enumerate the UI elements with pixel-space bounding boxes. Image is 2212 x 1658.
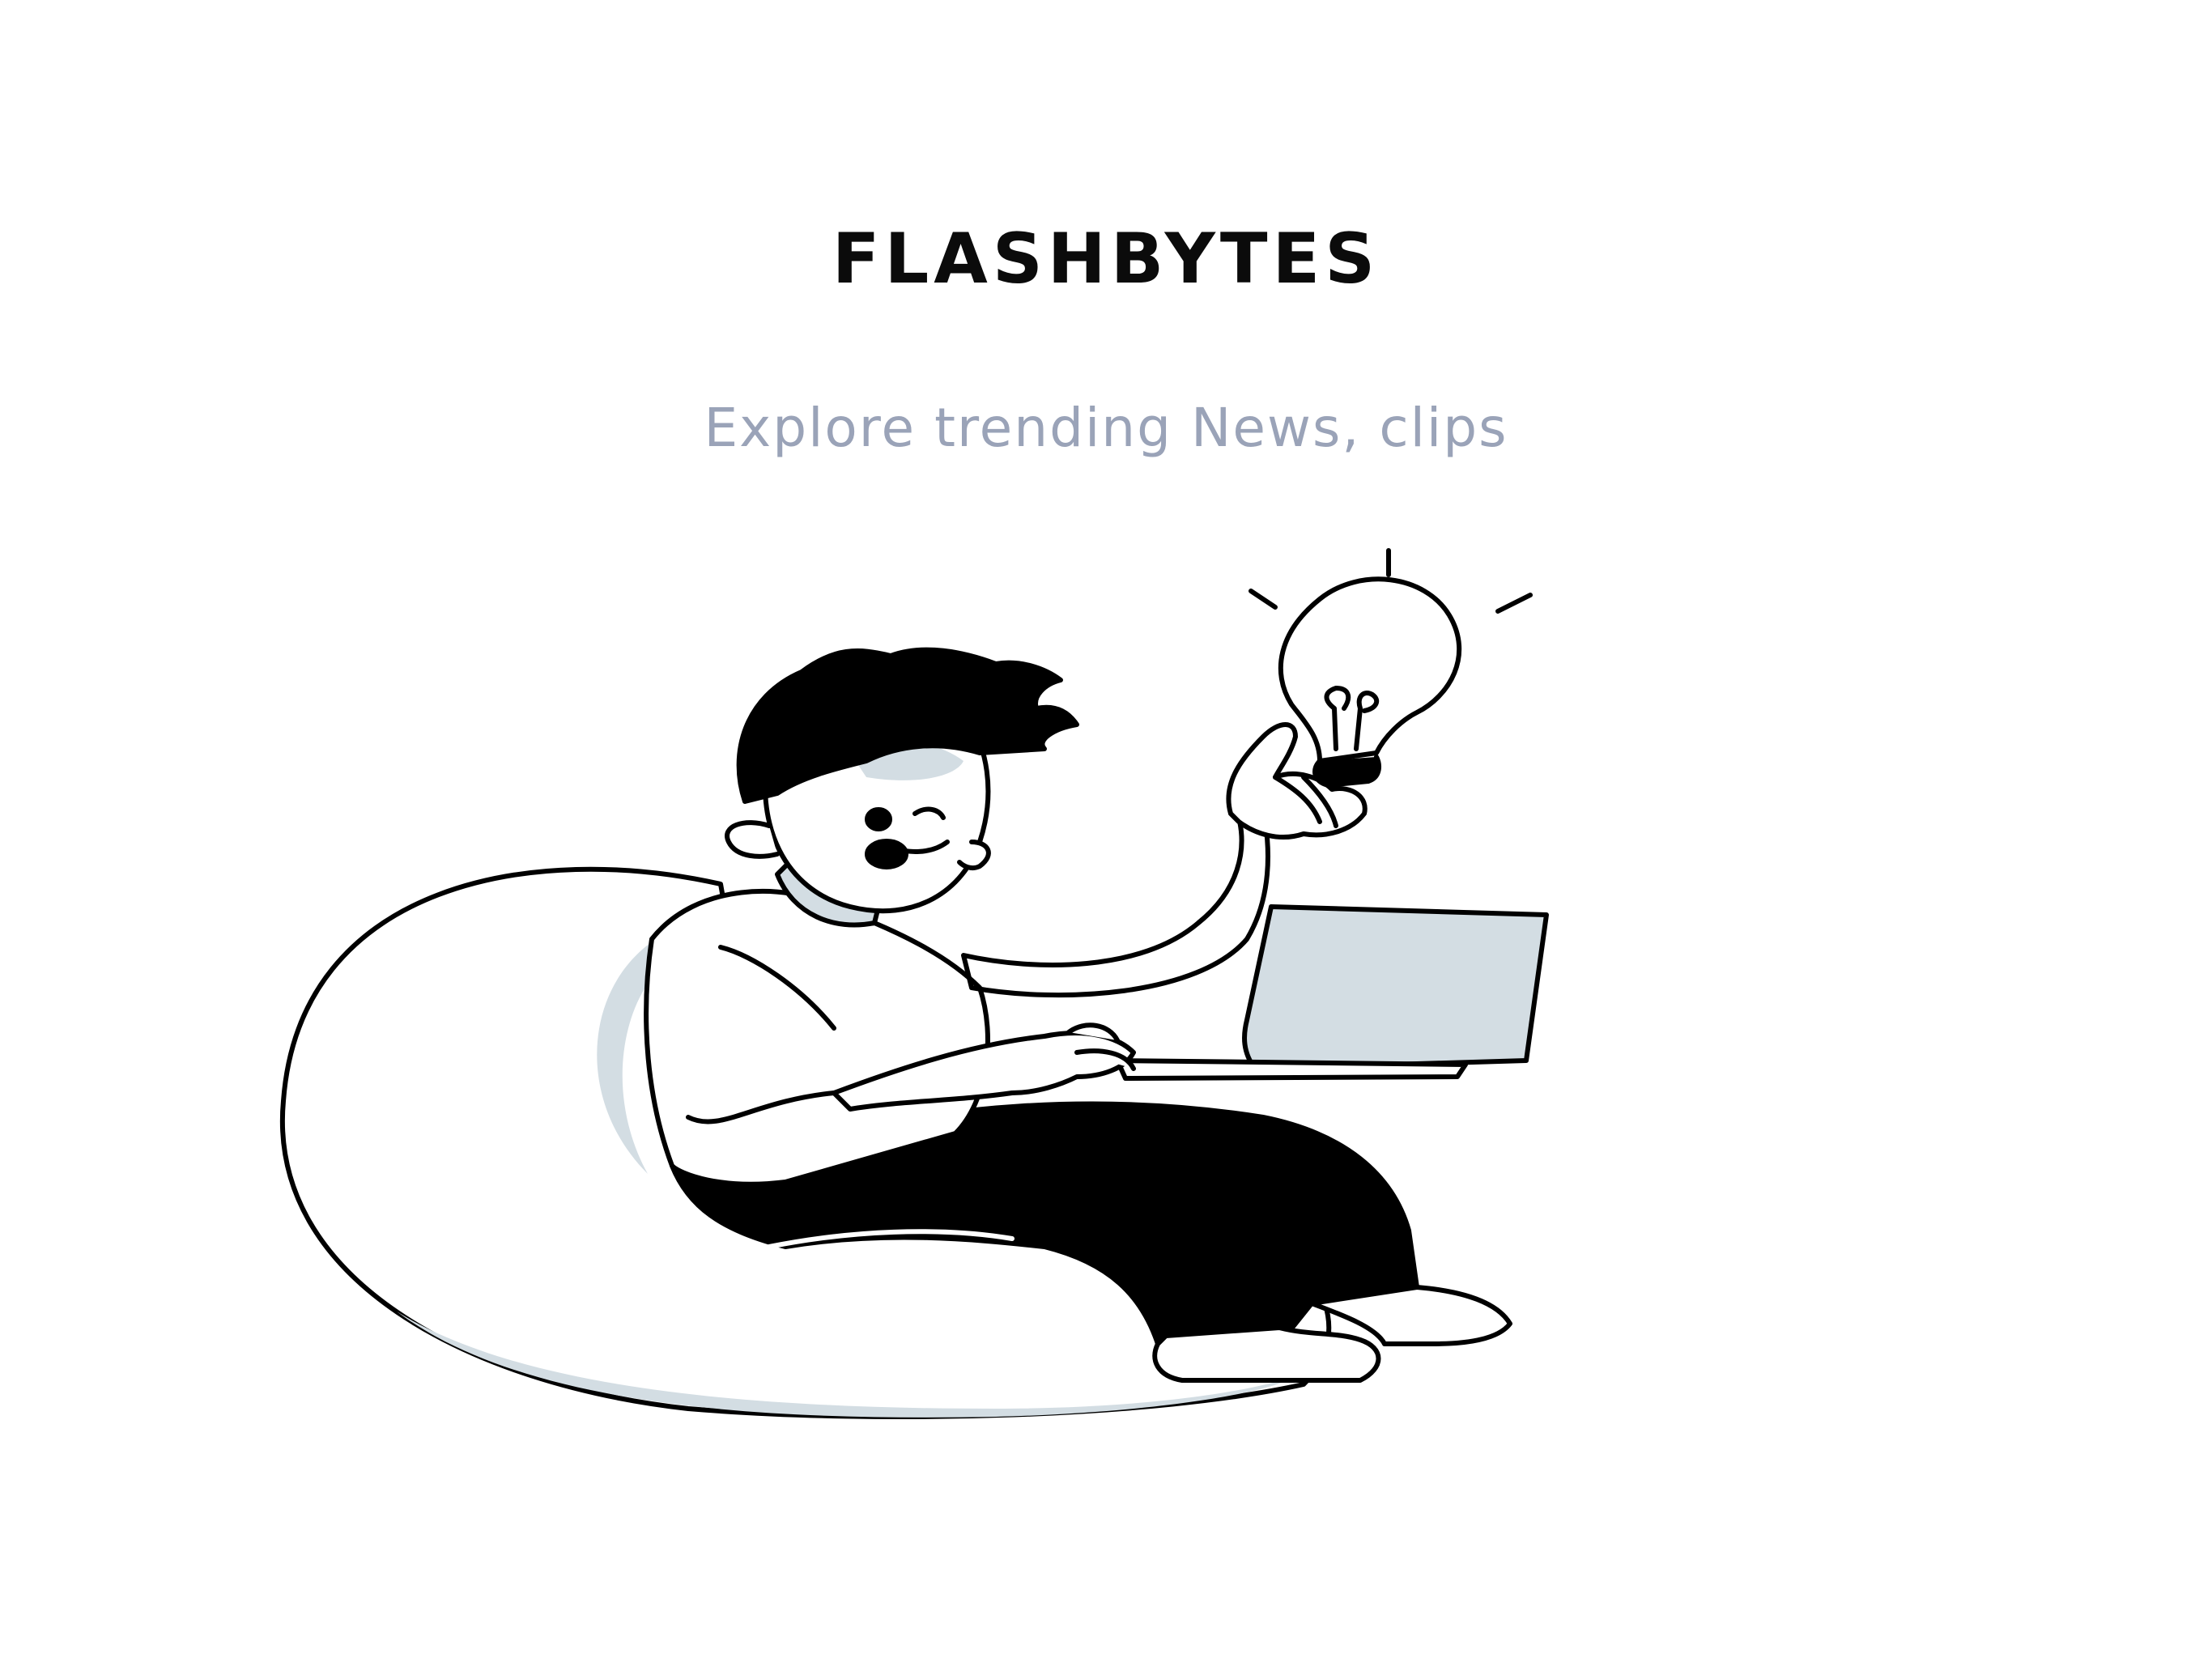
typing-hand-shape xyxy=(832,1022,1136,1112)
lightbulb-icon xyxy=(1249,548,1533,788)
raised-arm-shape xyxy=(961,722,1368,998)
app-title: FLASHBYTES xyxy=(832,219,1380,300)
onboarding-illustration xyxy=(279,548,1549,1419)
laptop-shape xyxy=(1115,904,1549,1081)
app-tagline: Explore trending News, clips xyxy=(704,397,1508,459)
feet-shape xyxy=(1152,1285,1512,1383)
pants-shape xyxy=(670,1101,1419,1346)
hair-shape xyxy=(736,647,1079,804)
torso-shape xyxy=(644,888,990,1187)
